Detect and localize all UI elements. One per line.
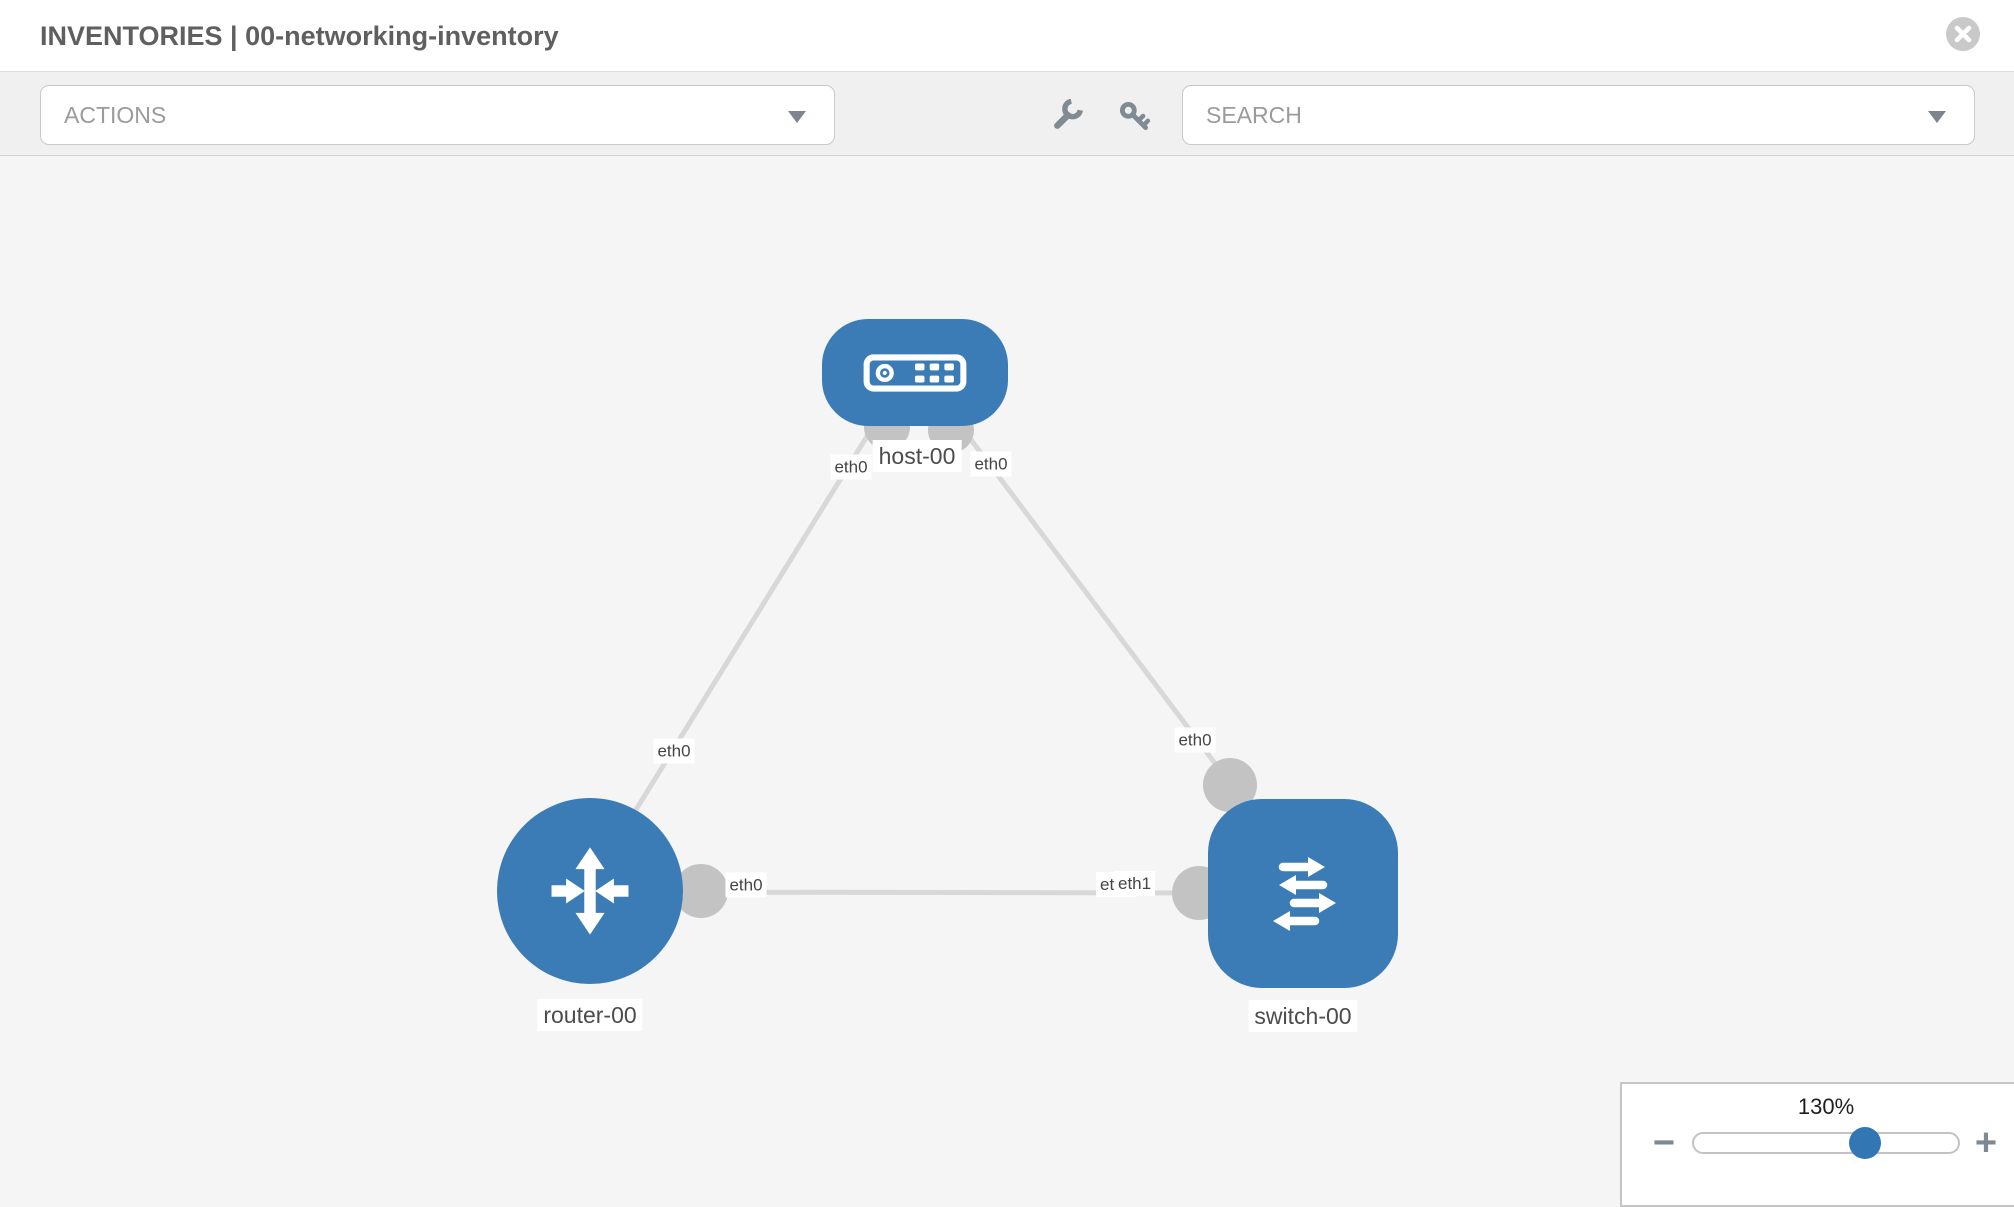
zoom-slider-knob[interactable] xyxy=(1849,1127,1881,1159)
actions-dropdown[interactable]: ACTIONS xyxy=(40,85,835,145)
wrench-icon xyxy=(1054,99,1083,129)
actions-dropdown-label: ACTIONS xyxy=(64,102,167,128)
node-host-00[interactable] xyxy=(822,319,1008,426)
connector-switch-top[interactable] xyxy=(1203,758,1257,812)
if-label-host-switch-switch-side: eth0 xyxy=(1174,727,1216,753)
zoom-slider[interactable] xyxy=(1692,1132,1960,1154)
router-icon xyxy=(551,847,629,935)
connector-router-right[interactable] xyxy=(674,864,728,918)
zoom-in-button[interactable]: + xyxy=(1974,1122,1998,1164)
zoom-level-value: 130% xyxy=(1797,1094,1855,1119)
caret-down-icon xyxy=(1928,111,1946,123)
if-label-host-router-router-side: eth0 xyxy=(653,738,695,764)
credentials-button[interactable] xyxy=(1114,96,1154,136)
page-header: INVENTORIES | 00-networking-inventory xyxy=(0,0,2014,72)
zoom-control-panel: 130% − + xyxy=(1620,1082,2014,1207)
caret-down-icon xyxy=(788,111,806,123)
close-icon xyxy=(1954,25,1972,43)
host-icon xyxy=(863,353,967,392)
search-dropdown[interactable]: SEARCH xyxy=(1182,85,1975,145)
if-label-host-router-host-side: eth0 xyxy=(830,454,872,480)
toolbar: ACTIONS SEARCH xyxy=(0,72,2014,156)
if-label-router-switch-router-side: eth0 xyxy=(725,872,767,898)
zoom-out-button[interactable]: − xyxy=(1652,1122,1676,1164)
topology-links-layer xyxy=(595,389,1257,920)
page-title: INVENTORIES | 00-networking-inventory xyxy=(40,21,559,51)
if-label-host-switch-host-side: eth0 xyxy=(970,451,1012,477)
node-label-router: router-00 xyxy=(537,999,643,1031)
close-button[interactable] xyxy=(1946,17,1980,51)
key-icon xyxy=(1119,101,1151,131)
node-label-switch: switch-00 xyxy=(1248,1000,1358,1032)
switch-icon xyxy=(1273,856,1336,931)
node-label-host: host-00 xyxy=(872,440,962,472)
node-router-00[interactable] xyxy=(497,798,683,984)
search-dropdown-label: SEARCH xyxy=(1206,102,1302,128)
topology-canvas[interactable]: host-00 router-00 switch-00 eth0 eth0 et… xyxy=(0,156,2014,1200)
configure-tools-button[interactable] xyxy=(1047,96,1087,136)
node-switch-00[interactable] xyxy=(1208,799,1398,988)
if-label-switch-eth1-over: eth1 xyxy=(1114,871,1156,896)
